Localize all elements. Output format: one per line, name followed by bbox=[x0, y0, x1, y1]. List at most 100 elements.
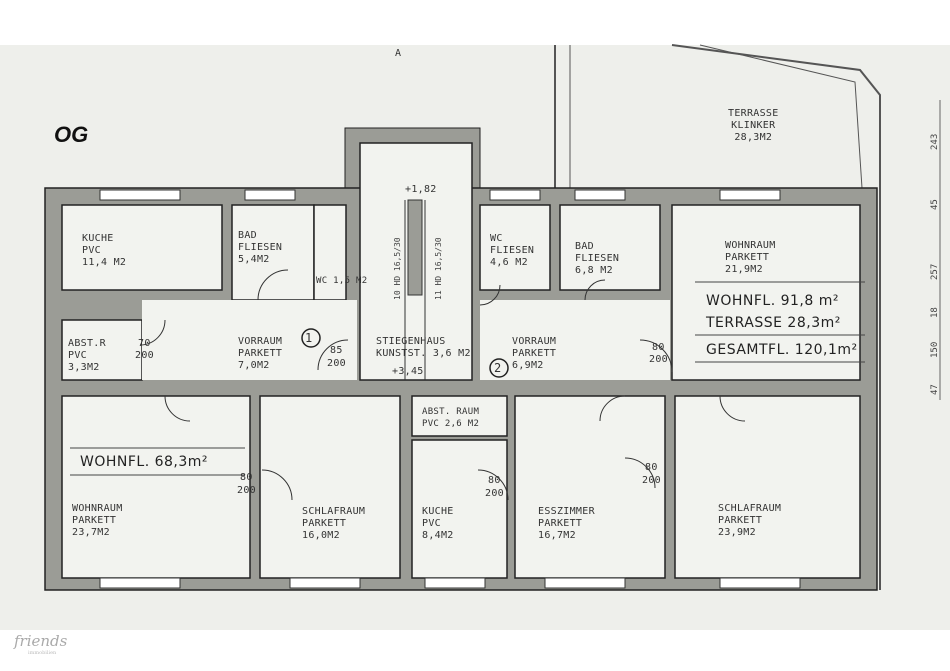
door-height-label: 200 bbox=[642, 475, 661, 486]
door-width-label: 70 bbox=[138, 338, 151, 349]
terrace-floor: KLINKER bbox=[731, 120, 776, 131]
room-area: 11,4 M2 bbox=[82, 257, 127, 268]
windows bbox=[99, 189, 801, 589]
room-floor: PARKETT bbox=[238, 348, 283, 359]
room-esszimmer bbox=[514, 395, 666, 579]
section-marker: A bbox=[395, 48, 402, 59]
unit-2-number: 2 bbox=[494, 361, 502, 375]
room-name: KUCHE bbox=[422, 506, 454, 517]
door-height-label: 200 bbox=[485, 488, 504, 499]
room-name: KUCHE bbox=[82, 233, 114, 244]
room-name: BAD bbox=[238, 230, 257, 241]
room-floor: PVC bbox=[422, 518, 441, 529]
label-wc-left: WC 1,5 M2 bbox=[316, 276, 368, 286]
room-floor: PARKETT bbox=[72, 515, 117, 526]
room-area: 6,8 M2 bbox=[575, 265, 613, 276]
room-name: WOHNRAUM bbox=[72, 503, 123, 514]
room-name: WC bbox=[490, 233, 503, 244]
room-wohnraum-right bbox=[671, 204, 861, 381]
dimension-label: 47 bbox=[930, 384, 940, 395]
room-area: 21,9M2 bbox=[725, 264, 763, 275]
stair-treads: document.currentScript.parentNode.insert… bbox=[404, 199, 426, 380]
room-name: WOHNRAUM bbox=[725, 240, 776, 251]
room-vorraum-2 bbox=[480, 300, 670, 380]
room-wc-left bbox=[313, 204, 347, 301]
door-height-label: 200 bbox=[649, 354, 668, 365]
area-table-lines bbox=[70, 281, 865, 476]
room-floor: FLIESEN bbox=[575, 253, 620, 264]
dimension-label: 45 bbox=[930, 199, 940, 210]
room-name: SCHLAFRAUM bbox=[302, 506, 366, 517]
room-name: ESSZIMMER bbox=[538, 506, 595, 517]
door-height-label: 200 bbox=[327, 358, 346, 369]
room-kueche-left bbox=[61, 204, 223, 291]
dimension-label: 243 bbox=[930, 133, 940, 150]
room-schlafraum-right bbox=[674, 395, 861, 579]
terrace-area: 28,3M2 bbox=[734, 132, 773, 143]
stair-flight-2: 11 HD 16,5/30 bbox=[434, 237, 443, 300]
unit-2-terrasse: TERRASSE 28,3m² bbox=[706, 315, 841, 331]
room-area: 5,4M2 bbox=[238, 254, 270, 265]
room-floor: FLIESEN bbox=[238, 242, 283, 253]
room-abstraum-right bbox=[411, 395, 508, 437]
room-bad-left bbox=[231, 204, 315, 301]
door-width-label: 80 bbox=[645, 462, 658, 473]
room-area: 23,9M2 bbox=[718, 527, 756, 538]
room-name: VORRAUM bbox=[238, 336, 283, 347]
door-width-label: 80 bbox=[488, 475, 501, 486]
room-floor: PARKETT bbox=[725, 252, 770, 263]
room-wohnraum-left bbox=[61, 395, 251, 579]
unit-markers bbox=[301, 328, 509, 378]
door-width-label: 80 bbox=[652, 342, 665, 353]
room-floor: PVC 2,6 M2 bbox=[422, 419, 480, 429]
room-floor: FLIESEN bbox=[490, 245, 535, 256]
room-floor: PVC bbox=[82, 245, 101, 256]
room-wc-right bbox=[479, 204, 551, 291]
dimension-label: 150 bbox=[930, 341, 940, 358]
terrace-label: TERRASSE KLINKER 28,3M2 bbox=[728, 108, 779, 144]
room-floor: PARKETT bbox=[512, 348, 557, 359]
room-floor: PVC bbox=[68, 350, 87, 361]
terrace-name: TERRASSE bbox=[728, 108, 779, 119]
dimension-label: 257 bbox=[930, 263, 940, 280]
level-top: +1,82 bbox=[405, 184, 437, 195]
logo-name: friends bbox=[14, 632, 68, 650]
label-abstraum-right: ABST. RAUM PVC 2,6 M2 bbox=[422, 406, 479, 430]
room-floor: PARKETT bbox=[538, 518, 583, 529]
room-area: 23,7M2 bbox=[72, 527, 110, 538]
unit-1-number: 1 bbox=[305, 331, 313, 345]
room-name: ABST. RAUM bbox=[422, 407, 480, 417]
door-width-label: 85 bbox=[330, 345, 343, 356]
room-name: VORRAUM bbox=[512, 336, 557, 347]
terrace-outline bbox=[554, 44, 881, 590]
room-name: BAD bbox=[575, 241, 594, 252]
room-name: SCHLAFRAUM bbox=[718, 503, 782, 514]
room-floor: PARKETT bbox=[718, 515, 763, 526]
level-bottom: +3,45 bbox=[392, 366, 424, 377]
room-floor: KUNSTST. 3,6 M2 bbox=[376, 348, 471, 359]
room-area: 3,3M2 bbox=[68, 362, 100, 373]
stair-flight-1: 10 HD 16,5/30 bbox=[393, 237, 402, 300]
room-abstr-left bbox=[61, 319, 143, 381]
unit-2-wohnflaeche: WOHNFL. 91,8 m² bbox=[706, 293, 839, 309]
door-swings bbox=[139, 269, 746, 501]
dimension-label: 18 bbox=[930, 307, 940, 318]
room-name: STIEGENHAUS bbox=[376, 336, 446, 347]
room-floor: PARKETT bbox=[302, 518, 347, 529]
floor-label: OG bbox=[54, 122, 89, 147]
door-height-label: 200 bbox=[237, 485, 256, 496]
room-area: 16,0M2 bbox=[302, 530, 340, 541]
room-kueche-right bbox=[411, 439, 508, 579]
